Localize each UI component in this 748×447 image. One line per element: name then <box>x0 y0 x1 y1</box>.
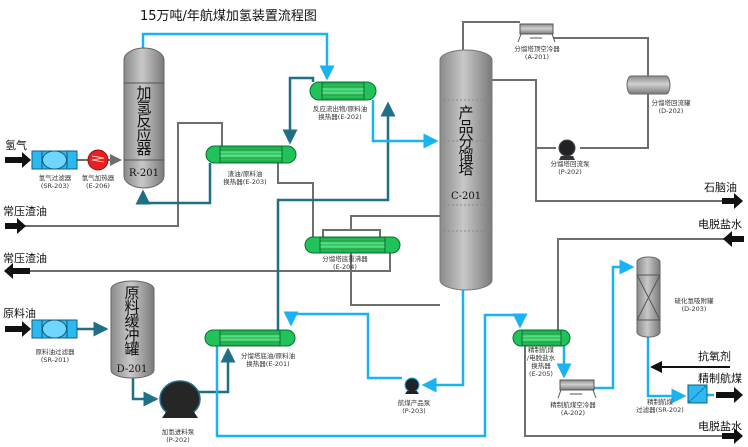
label-sr201: 原料油过滤器 <box>36 347 76 356</box>
label-p202-reflux-tag: (P-202) <box>558 168 582 176</box>
label-p202-tag: (P-202) <box>166 436 190 444</box>
stream-hydrogen: 氢气 <box>5 138 27 152</box>
label-d202-tag: (D-202) <box>659 107 684 115</box>
label-p203: 航煤产品泵 <box>398 398 431 407</box>
label-e204-tag: (E-204) <box>333 263 357 271</box>
label-e204: 分馏塔底重沸器 <box>322 254 368 263</box>
column-tag: C-201 <box>451 191 481 202</box>
label-d203-tag: (D-203) <box>682 305 707 313</box>
pump-p202-reflux[interactable] <box>558 139 576 160</box>
residue-outlet-arrow <box>4 263 30 279</box>
stream-residue-out: 常压渣油 <box>3 251 47 265</box>
residue-inlet-arrow <box>5 218 26 234</box>
buffer-tank-tag: D-201 <box>117 364 148 375</box>
label-e201: 分馏塔底油/原料油 <box>241 351 295 360</box>
label-e205: 精制航煤 <box>528 345 555 354</box>
label-e205-tag: (E-205) <box>529 370 553 378</box>
buffer-tank-name: 原料缓冲罐 <box>124 284 139 358</box>
stream-residue-in: 常压渣油 <box>3 204 47 218</box>
buffer-tank-d201[interactable]: 原料缓冲罐 D-201 <box>110 280 155 379</box>
label-sr203: 氢气过滤器 <box>39 173 72 182</box>
stream-feed-oil: 原料油 <box>3 306 36 320</box>
label-e205-2: /电脱盐水 <box>527 353 556 362</box>
label-e206: 氢气加热器 <box>82 173 115 182</box>
column-c201[interactable]: 产品分馏塔 C-201 <box>439 49 493 291</box>
exchanger-e204[interactable] <box>304 236 401 254</box>
label-p202: 加氢进料泵 <box>162 427 195 436</box>
filter-sr201[interactable] <box>31 319 78 339</box>
label-e205-3: 换热器 <box>531 361 551 370</box>
label-a201-tag: (A-201) <box>525 53 549 61</box>
label-a202: 精制航煤空冷器 <box>550 400 596 409</box>
label-a201: 分馏塔顶空冷器 <box>514 44 560 53</box>
exchanger-e202[interactable] <box>309 81 377 101</box>
naphtha-outlet-arrow <box>722 193 743 209</box>
exchanger-e201[interactable] <box>204 329 296 347</box>
water-inlet-arrow <box>723 231 744 247</box>
label-sr202: 精制航煤 <box>647 397 674 406</box>
feed-lines <box>77 76 396 407</box>
hydrogen-inlet-arrow <box>5 152 31 168</box>
stream-arrows <box>4 152 744 444</box>
label-e202: 反应流出物/原料油 <box>313 104 367 113</box>
label-p203-tag: (P-203) <box>402 407 426 415</box>
label-p202-reflux: 分馏塔回流泵 <box>551 159 591 168</box>
stream-product: 精制航煤 <box>698 371 742 385</box>
utility-lines <box>25 21 730 437</box>
reactor-r201[interactable]: 加氢反应器 R-201 <box>123 47 165 189</box>
air-cooler-a202[interactable] <box>557 379 597 399</box>
exchanger-e205[interactable] <box>512 329 571 347</box>
stream-naphtha: 石脑油 <box>704 180 737 194</box>
reactor-tag: R-201 <box>129 168 159 179</box>
label-d203: 硫化氢吸附罐 <box>675 296 715 305</box>
feed-inlet-arrow <box>5 321 31 337</box>
heater-e206[interactable] <box>87 149 109 171</box>
stream-water-in: 电脱盐水 <box>698 217 742 231</box>
pump-p203[interactable] <box>404 377 420 394</box>
label-e203-tag: 换热器(E-203) <box>223 177 266 186</box>
adsorber-d203[interactable] <box>636 256 661 338</box>
label-e202-tag: 换热器(E-202) <box>318 112 361 121</box>
water-outlet-arrow <box>722 428 743 444</box>
stream-antioxidant: 抗氧剂 <box>698 349 731 363</box>
label-a202-tag: (A-202) <box>561 409 585 417</box>
filter-sr202[interactable] <box>687 384 708 404</box>
label-sr201-tag: (SR-201) <box>41 356 69 364</box>
label-e201-tag: 换热器(E-201) <box>246 359 289 368</box>
air-cooler-a201[interactable] <box>517 23 556 43</box>
pump-p202-feed[interactable] <box>159 380 201 418</box>
label-sr203-tag: (SR-203) <box>41 182 69 190</box>
diagram-title: 15万吨/年航煤加氢装置流程图 <box>140 8 317 24</box>
label-e206-tag: (E-206) <box>86 182 110 190</box>
reflux-drum-d202[interactable] <box>626 75 671 95</box>
filter-sr203[interactable] <box>31 150 78 170</box>
exchanger-e203[interactable] <box>205 145 297 164</box>
product-outlet-arrow <box>716 387 743 403</box>
stream-water-out: 电脱盐水 <box>698 419 742 433</box>
column-name: 产品分馏塔 <box>458 104 473 178</box>
reactor-name: 加氢反应器 <box>136 84 151 158</box>
label-e203: 渣油/原料油 <box>228 169 263 178</box>
label-sr202-tag: 过滤器(SR-202) <box>636 405 684 414</box>
label-d202: 分馏塔回流罐 <box>652 98 692 107</box>
hot-lines <box>141 32 714 438</box>
